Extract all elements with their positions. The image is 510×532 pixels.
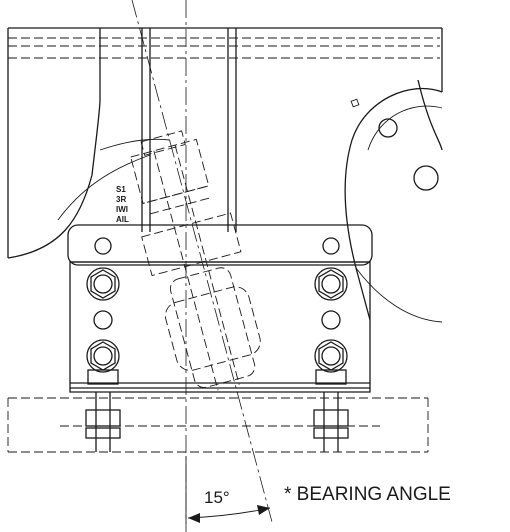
- main-bracket: [69, 261, 371, 393]
- left-body: [7, 28, 171, 259]
- bearing-angle-note: * BEARING ANGLE: [284, 484, 451, 505]
- lower-right-bolt: [314, 339, 348, 385]
- plate-hole-icon: [322, 237, 340, 255]
- base-rail: [7, 397, 429, 453]
- bracket-hole-icon: [93, 310, 113, 330]
- wheel-hole-icon: [378, 118, 398, 138]
- left-stud: [85, 392, 121, 452]
- plate-hole-icon: [94, 237, 112, 255]
- stamp-mark: S1 3R IWI AIL: [116, 185, 129, 224]
- angle-label: 15°: [204, 488, 230, 507]
- stamp-line-3: IWI: [116, 205, 128, 214]
- stamp-line-4: AIL: [116, 215, 129, 224]
- right-stud: [313, 392, 349, 452]
- right-wheel: [344, 79, 443, 323]
- top-beam: [7, 27, 443, 258]
- upper-left-bolt: [86, 267, 120, 301]
- lower-left-bolt: [86, 339, 120, 385]
- wheel-hole-icon: [413, 165, 439, 191]
- stamp-line-2: 3R: [116, 195, 126, 204]
- angle-dimension: 15°: [185, 456, 271, 524]
- tilted-centerline: [131, 0, 273, 523]
- upper-plate: [67, 224, 373, 266]
- bracket-hole-icon: [321, 310, 341, 330]
- stamp-line-1: S1: [116, 185, 126, 194]
- upper-right-bolt: [314, 267, 348, 301]
- vertical-posts: [141, 28, 237, 232]
